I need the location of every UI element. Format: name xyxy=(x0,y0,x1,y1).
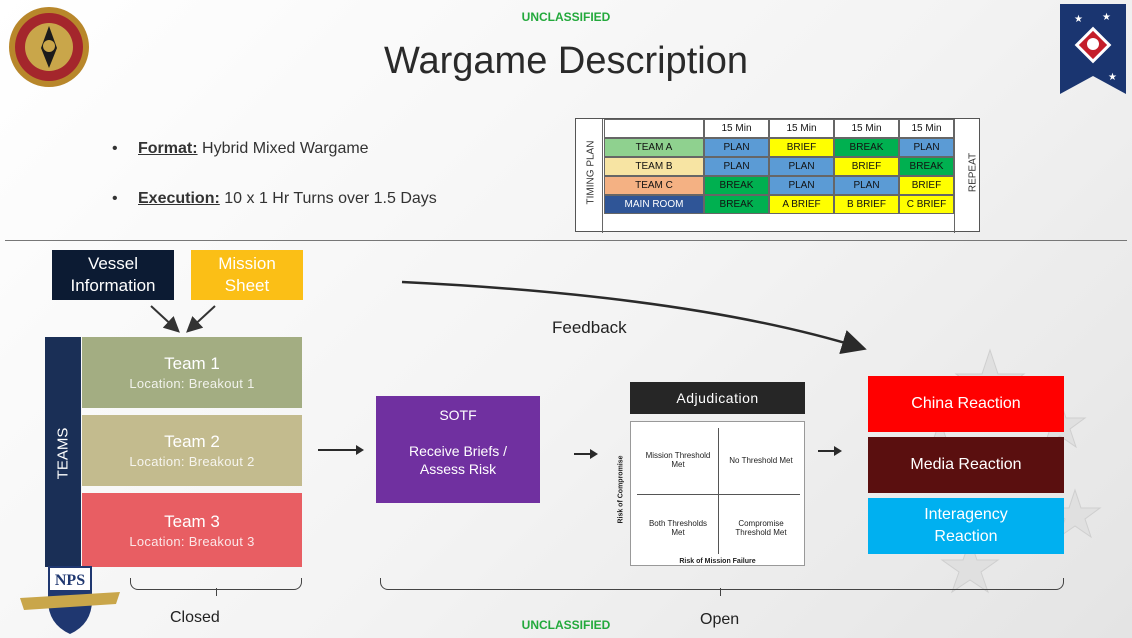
bullet-execution: •Execution: 10 x 1 Hr Turns over 1.5 Day… xyxy=(112,190,437,207)
arrow-sotf-to-adjudication xyxy=(574,449,598,459)
quadrant-both-thresholds: Both Thresholds Met xyxy=(648,519,708,537)
page-title: Wargame Description xyxy=(384,40,748,82)
timing-cell: BREAK xyxy=(704,176,769,195)
timing-cell: BREAK xyxy=(704,195,769,214)
timing-cell: PLAN xyxy=(769,157,834,176)
input-arrows xyxy=(150,305,216,333)
mission-sheet-box: Mission Sheet xyxy=(191,250,303,300)
adjudication-matrix: Mission Threshold Met No Threshold Met B… xyxy=(630,421,805,566)
classification-top: UNCLASSIFIED xyxy=(521,10,611,24)
timing-row-label: TEAM A xyxy=(604,138,704,157)
timing-cell: BRIEF xyxy=(899,176,954,195)
timing-row-label: MAIN ROOM xyxy=(604,195,704,214)
team-1-box: Team 1 Location: Breakout 1 xyxy=(82,337,302,408)
closed-label: Closed xyxy=(170,609,220,626)
timing-cell: BRIEF xyxy=(769,138,834,157)
bullet-format: •Format: Hybrid Mixed Wargame xyxy=(112,140,369,157)
repeat-separator xyxy=(954,119,955,233)
open-label: Open xyxy=(700,611,740,628)
timing-cell: PLAN xyxy=(704,138,769,157)
timing-header-blank xyxy=(604,119,704,138)
china-reaction-box: China Reaction xyxy=(868,376,1064,432)
section-divider xyxy=(5,240,1127,241)
timing-column-header: 15 Min xyxy=(704,119,769,138)
feedback-label: Feedback xyxy=(552,318,627,337)
teams-label: TEAMS xyxy=(54,427,72,480)
quadrant-mission-threshold: Mission Threshold Met xyxy=(645,451,711,469)
adjudication-title: Adjudication xyxy=(630,382,805,414)
timing-separator xyxy=(602,119,603,233)
marsoc-raider-flag-icon: ★ ★ ★ xyxy=(1060,4,1126,94)
svg-text:★: ★ xyxy=(1074,14,1083,25)
open-bracket xyxy=(380,578,1064,590)
timing-cell: BRIEF xyxy=(834,157,899,176)
timing-row-label: TEAM B xyxy=(604,157,704,176)
bullet-dot: • xyxy=(112,140,118,157)
classification-bottom: UNCLASSIFIED xyxy=(521,618,611,632)
timing-row-label: TEAM C xyxy=(604,176,704,195)
team-3-box: Team 3 Location: Breakout 3 xyxy=(82,493,302,567)
timing-cell: BREAK xyxy=(834,138,899,157)
timing-cell: PLAN xyxy=(834,176,899,195)
timing-column-header: 15 Min xyxy=(899,119,954,138)
socom-seal-icon xyxy=(8,6,90,88)
timing-cell: PLAN xyxy=(704,157,769,176)
arrow-teams-to-sotf xyxy=(318,445,364,455)
sotf-box: SOTF Receive Briefs / Assess Risk xyxy=(376,396,540,503)
open-bracket-tick xyxy=(720,588,722,596)
timing-plan-label: TIMING PLAN xyxy=(585,140,597,205)
quadrant-compromise-threshold: Compromise Threshold Met xyxy=(735,519,787,537)
svg-text:★: ★ xyxy=(1108,72,1117,83)
sotf-body: Receive Briefs / Assess Risk xyxy=(408,443,508,477)
nps-logo-text: NPS xyxy=(55,572,85,589)
timing-column-header: 15 Min xyxy=(834,119,899,138)
interagency-reaction-box: Interagency Reaction xyxy=(868,498,1064,554)
closed-bracket-tick xyxy=(216,588,218,596)
media-reaction-box: Media Reaction xyxy=(868,437,1064,493)
timing-cell: PLAN xyxy=(769,176,834,195)
adjudication-y-axis-label: Risk of Compromise xyxy=(617,455,625,524)
arrow-adjudication-to-reactions xyxy=(818,446,842,456)
bullet-dot: • xyxy=(112,190,118,207)
timing-cell: B BRIEF xyxy=(834,195,899,214)
vessel-information-box: Vessel Information xyxy=(52,250,174,300)
timing-cell: C BRIEF xyxy=(899,195,954,214)
sotf-title: SOTF xyxy=(439,407,477,423)
nps-shield-icon: NPS xyxy=(18,560,122,636)
adjudication-x-axis-label: Risk of Mission Failure xyxy=(679,558,756,565)
svg-text:★: ★ xyxy=(1102,12,1111,23)
teams-sidebar xyxy=(45,337,81,567)
timing-cell: PLAN xyxy=(899,138,954,157)
timing-cell: A BRIEF xyxy=(769,195,834,214)
repeat-label: REPEAT xyxy=(967,152,979,193)
quadrant-no-threshold: No Threshold Met xyxy=(729,455,793,465)
team-2-box: Team 2 Location: Breakout 2 xyxy=(82,415,302,486)
timing-column-header: 15 Min xyxy=(769,119,834,138)
timing-cell: BREAK xyxy=(899,157,954,176)
feedback-arrow xyxy=(401,280,867,354)
